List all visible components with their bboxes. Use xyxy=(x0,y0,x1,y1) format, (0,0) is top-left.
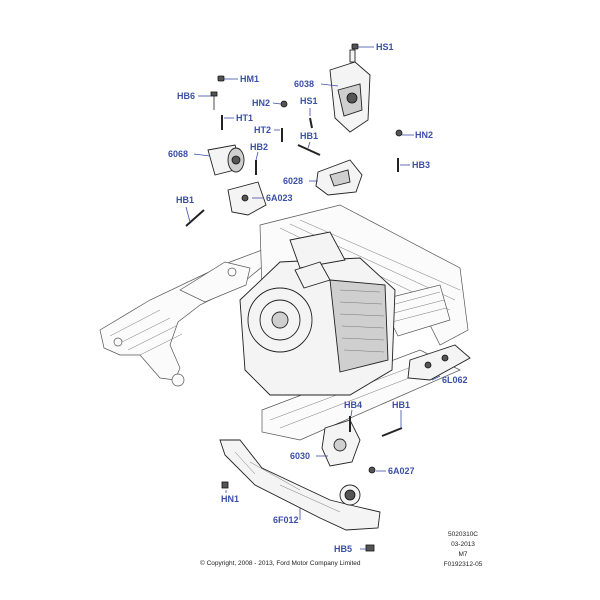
callout-6a023: 6A023 xyxy=(266,193,293,203)
callout-ht1: HT1 xyxy=(236,113,253,123)
transmission-assembly xyxy=(239,231,396,396)
callout-6f012: 6F012 xyxy=(273,515,299,525)
callout-hb6: HB6 xyxy=(177,91,195,101)
callout-6038: 6038 xyxy=(294,79,314,89)
document-metadata: 5020310C 03-2013 M7 F0192312-05 xyxy=(428,530,498,570)
callout-hn1: HN1 xyxy=(221,494,239,504)
engine-mount-6068 xyxy=(207,144,245,176)
callout-labels: HS1 HM1 6038 HB6 HN2 HS1 HT1 HT2 HB1 HN2… xyxy=(168,42,468,554)
doc-code: 5020310C xyxy=(448,531,478,538)
callout-hn2-right: HN2 xyxy=(415,130,433,140)
doc-date: 03-2013 xyxy=(451,541,475,548)
bracket-6a023 xyxy=(227,181,267,216)
callout-hb4: HB4 xyxy=(344,400,362,410)
callout-hb2: HB2 xyxy=(250,142,268,152)
callout-ht2: HT2 xyxy=(254,125,271,135)
callout-hb3: HB3 xyxy=(412,160,430,170)
callout-6068: 6068 xyxy=(168,149,188,159)
doc-model: M7 xyxy=(458,551,468,558)
callout-hb1-lower: HB1 xyxy=(392,400,410,410)
engine-mount-6038 xyxy=(329,49,371,133)
callout-hm1: HM1 xyxy=(240,74,259,84)
callout-6l062: 6L062 xyxy=(442,375,468,385)
figure-id: F0192312-05 xyxy=(443,561,483,568)
callout-hb5: HB5 xyxy=(334,544,352,554)
front-subframe xyxy=(99,249,269,387)
callout-6028: 6028 xyxy=(283,176,303,186)
callout-6a027: 6A027 xyxy=(388,466,415,476)
callout-6030: 6030 xyxy=(290,451,310,461)
engine-mount-6030 xyxy=(321,419,361,467)
bracket-6l062 xyxy=(407,344,471,381)
callout-hb1-left: HB1 xyxy=(176,195,194,205)
callout-hs1-top: HS1 xyxy=(376,42,394,52)
callout-hn2-mid: HN2 xyxy=(252,98,270,108)
copyright-notice: © Copyright, 2008 - 2013, Ford Motor Com… xyxy=(200,560,361,567)
callout-hb1-top: HB1 xyxy=(300,131,318,141)
crossmember-6f012 xyxy=(219,439,381,531)
bracket-6028 xyxy=(315,159,363,196)
callout-hs1-mid: HS1 xyxy=(300,96,318,106)
leader-lines xyxy=(185,46,441,550)
